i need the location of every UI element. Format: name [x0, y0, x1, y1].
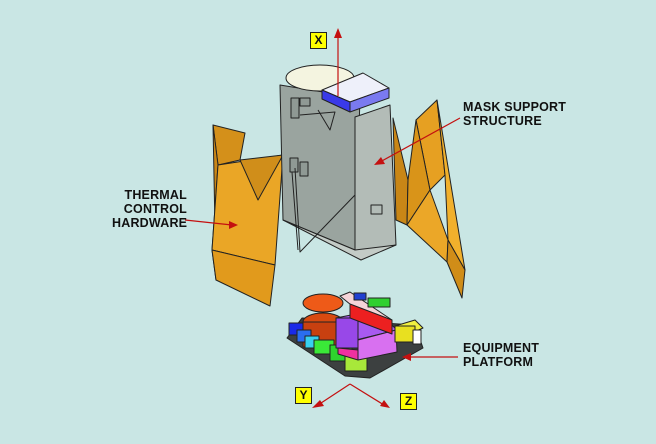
- label-line: CONTROL: [123, 202, 187, 216]
- mask-support-structure-label: MASK SUPPORT STRUCTURE: [463, 100, 566, 128]
- label-line: MASK SUPPORT: [463, 100, 567, 114]
- label-line: PLATFORM: [463, 355, 534, 369]
- thermal-control-hardware-label: THERMAL CONTROL HARDWARE: [112, 188, 187, 230]
- z-axis-arrow: [349, 383, 385, 406]
- thermal-panels-right: [392, 99, 466, 299]
- thermal-panels-left: [211, 124, 284, 307]
- callout-arrows: [184, 28, 461, 408]
- equipment-platform-label: EQUIPMENT PLATFORM: [463, 341, 539, 369]
- mask-support-structure: [279, 64, 397, 261]
- y-axis-arrow: [317, 383, 351, 406]
- label-line: EQUIPMENT: [463, 341, 540, 355]
- y-axis-label: Y: [295, 387, 312, 404]
- label-line: STRUCTURE: [463, 114, 542, 128]
- label-line: HARDWARE: [112, 216, 188, 230]
- equipment-platform: [286, 291, 424, 379]
- label-line: THERMAL: [124, 188, 187, 202]
- z-axis-label: Z: [400, 393, 417, 410]
- x-axis-label: X: [310, 32, 327, 49]
